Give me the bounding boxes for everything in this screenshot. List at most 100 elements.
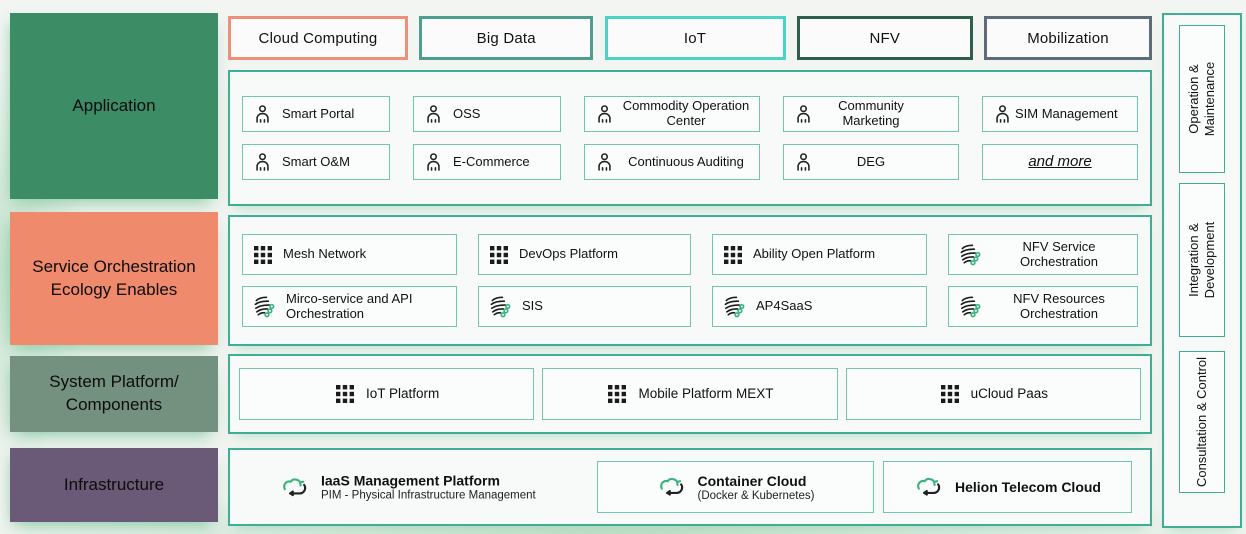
grid-icon (334, 383, 356, 405)
app-item-label: OSS (453, 105, 481, 121)
svc-item-label: Mirco-service and API Orchestration (286, 290, 413, 321)
app-item-and-more: and more (982, 144, 1138, 180)
svc-item-label: DevOps Platform (519, 246, 618, 262)
rail-service-orchestration: Service Orchestration Ecology Enables (10, 212, 218, 345)
infra-item-subtitle: (Docker & Kubernetes) (697, 489, 815, 502)
app-item-label: DEG (856, 153, 886, 169)
infra-item-container-cloud: Container Cloud (Docker & Kubernetes) (597, 461, 874, 513)
person-icon (793, 152, 814, 173)
app-item-label: Commodity Operation Center (622, 98, 750, 128)
grid-icon (488, 244, 510, 266)
svc-item-label: Ability Open Platform (753, 246, 876, 262)
app-item-sim-management: SIM Management (982, 96, 1138, 132)
svc-item-microservice-api-orchestration: Mirco-service and API Orchestration (242, 286, 457, 327)
svc-item-label: AP4SaaS (756, 298, 813, 314)
app-item-smart-portal: Smart Portal (242, 96, 390, 132)
service-row-2: Mirco-service and API Orchestration SIS … (242, 286, 1138, 327)
orchestration-icon (252, 294, 277, 319)
orchestration-icon (958, 242, 983, 267)
rail-system-platform-label: System Platform/ Components (49, 372, 179, 414)
svc-item-label: Mesh Network (283, 246, 367, 262)
svc-item-devops-platform: DevOps Platform (478, 234, 691, 275)
app-item-label: Community Marketing (838, 98, 904, 128)
app-item-label: Continuous Auditing (628, 153, 744, 169)
rail-operation-maintenance-label: Operation & Maintenance (1185, 61, 1217, 137)
person-icon (594, 104, 615, 125)
grid-icon (252, 244, 274, 266)
right-rail: Operation & Maintenance Integration & De… (1162, 13, 1242, 528)
svc-item-ap4saas: AP4SaaS (712, 286, 927, 327)
orchestration-icon (722, 294, 747, 319)
category-mobilization-label: Mobilization (1027, 29, 1109, 47)
cloud-sync-icon (914, 473, 944, 501)
rail-application-label: Application (72, 95, 156, 115)
category-big-data-label: Big Data (476, 29, 536, 47)
rail-system-platform: System Platform/ Components (10, 356, 218, 432)
app-item-label: Smart O&M (282, 153, 350, 169)
svc-item-sis: SIS (478, 286, 691, 327)
infra-item-helion-telecom-cloud: Helion Telecom Cloud (883, 461, 1132, 513)
service-orchestration-section: Mesh Network DevOps Platform Ability Ope… (228, 215, 1152, 346)
grid-icon (939, 383, 961, 405)
person-icon (423, 152, 444, 173)
infra-item-title: IaaS Management Platform (321, 472, 500, 489)
grid-icon (606, 383, 628, 405)
application-row-2: Smart O&M E-Commerce Continuous Auditing… (242, 144, 1138, 180)
orchestration-icon (488, 294, 513, 319)
svc-item-ability-open-platform: Ability Open Platform (712, 234, 927, 275)
app-item-label: SIM Management (1015, 105, 1118, 121)
infra-item-iaas-management: IaaS Management Platform PIM - Physical … (280, 473, 536, 502)
rail-infrastructure: Infrastructure (10, 448, 218, 522)
orchestration-icon (958, 294, 983, 319)
app-item-label: E-Commerce (453, 153, 530, 169)
svc-item-label: SIS (522, 298, 543, 314)
person-icon (252, 152, 273, 173)
category-big-data: Big Data (419, 16, 594, 60)
sys-item-label: uCloud Paas (970, 386, 1048, 402)
person-icon (793, 104, 814, 125)
app-item-community-marketing: Community Marketing (783, 96, 959, 132)
category-nfv-label: NFV (869, 29, 901, 47)
rail-consultation-control-label: Consultation & Control (1193, 356, 1209, 488)
grid-icon (722, 244, 744, 266)
app-item-deg: DEG (783, 144, 959, 180)
person-icon (423, 104, 444, 125)
app-item-commodity-operation-center: Commodity Operation Center (584, 96, 760, 132)
app-item-label: Smart Portal (282, 105, 355, 121)
svc-item-mesh-network: Mesh Network (242, 234, 457, 275)
person-icon (252, 104, 273, 125)
person-icon (992, 104, 1013, 125)
category-iot-label: IoT (683, 29, 707, 47)
rail-consultation-control: Consultation & Control (1179, 351, 1225, 493)
sys-item-iot-platform: IoT Platform (239, 368, 535, 420)
rail-integration-development-label: Integration & Development (1185, 221, 1217, 299)
sys-item-ucloud-paas: uCloud Paas (845, 368, 1141, 420)
app-item-continuous-auditing: Continuous Auditing (584, 144, 760, 180)
service-row-1: Mesh Network DevOps Platform Ability Ope… (242, 234, 1138, 275)
svc-item-label: NFV Resources Orchestration (1013, 290, 1105, 321)
person-icon (594, 152, 615, 173)
infra-item-text: IaaS Management Platform PIM - Physical … (321, 473, 536, 502)
app-item-smart-om: Smart O&M (242, 144, 390, 180)
infra-item-text: Container Cloud (Docker & Kubernetes) (698, 473, 815, 502)
category-cloud-computing: Cloud Computing (228, 16, 408, 60)
sys-item-mobile-platform-mext: Mobile Platform MEXT (542, 368, 838, 420)
technology-category-row: Cloud Computing Big Data IoT NFV Mobiliz… (228, 16, 1152, 60)
category-nfv: NFV (796, 16, 973, 60)
category-mobilization: Mobilization (984, 16, 1152, 60)
category-iot: IoT (604, 16, 786, 60)
infra-item-text: Helion Telecom Cloud (955, 479, 1101, 495)
svc-item-nfv-resources-orchestration: NFV Resources Orchestration (948, 286, 1138, 327)
infrastructure-section: IaaS Management Platform PIM - Physical … (228, 448, 1152, 526)
application-section: Smart Portal OSS Commodity Operation Cen… (228, 70, 1152, 206)
infra-item-title: Container Cloud (697, 472, 807, 489)
infra-item-subtitle: PIM - Physical Infrastructure Management (321, 489, 536, 502)
rail-service-orchestration-label: Service Orchestration Ecology Enables (32, 256, 196, 299)
cloud-sync-icon (280, 473, 310, 501)
system-platform-section: IoT Platform Mobile Platform MEXT uCloud… (228, 354, 1152, 434)
cloud-sync-icon (657, 473, 687, 501)
rail-operation-maintenance: Operation & Maintenance (1179, 25, 1225, 173)
svc-item-nfv-service-orchestration: NFV Service Orchestration (948, 234, 1138, 275)
rail-application: Application (10, 13, 218, 199)
